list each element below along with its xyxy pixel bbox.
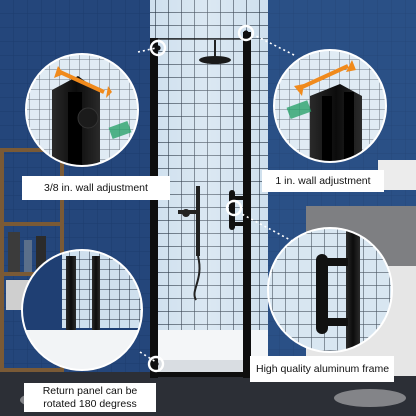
detail-circle-wall-1 bbox=[273, 49, 387, 163]
orange-double-arrow-icon bbox=[54, 66, 112, 98]
hotspot-top-right-icon bbox=[237, 24, 255, 42]
label-return-panel: Return panel can be rotated 180 degress bbox=[24, 383, 156, 412]
shower-head bbox=[199, 40, 231, 64]
detail-circle-frame bbox=[267, 227, 393, 353]
detail-circle-wall-38 bbox=[25, 53, 139, 167]
hotspot-markers bbox=[147, 24, 255, 373]
hotspot-top-left-icon bbox=[149, 39, 167, 57]
label-aluminum-frame: High quality aluminum frame bbox=[250, 356, 394, 382]
label-text: 1 in. wall adjustment bbox=[275, 175, 371, 187]
orange-double-arrow-icon bbox=[294, 60, 356, 96]
label-text: 3/8 in. wall adjustment bbox=[44, 182, 148, 194]
shower-controls bbox=[178, 186, 201, 301]
label-text-line2: rotated 180 degress bbox=[43, 397, 137, 410]
hotspot-bottom-icon bbox=[147, 355, 165, 373]
door-frame bbox=[150, 32, 251, 378]
label-text: High quality aluminum frame bbox=[256, 363, 390, 375]
hotspot-handle-icon bbox=[225, 199, 243, 217]
label-wall-adjustment-small: 3/8 in. wall adjustment bbox=[22, 176, 170, 200]
label-text-line1: Return panel can be bbox=[42, 385, 138, 397]
label-wall-adjustment-large: 1 in. wall adjustment bbox=[262, 170, 384, 192]
shower-base bbox=[150, 330, 268, 360]
callout-lines bbox=[137, 33, 297, 363]
